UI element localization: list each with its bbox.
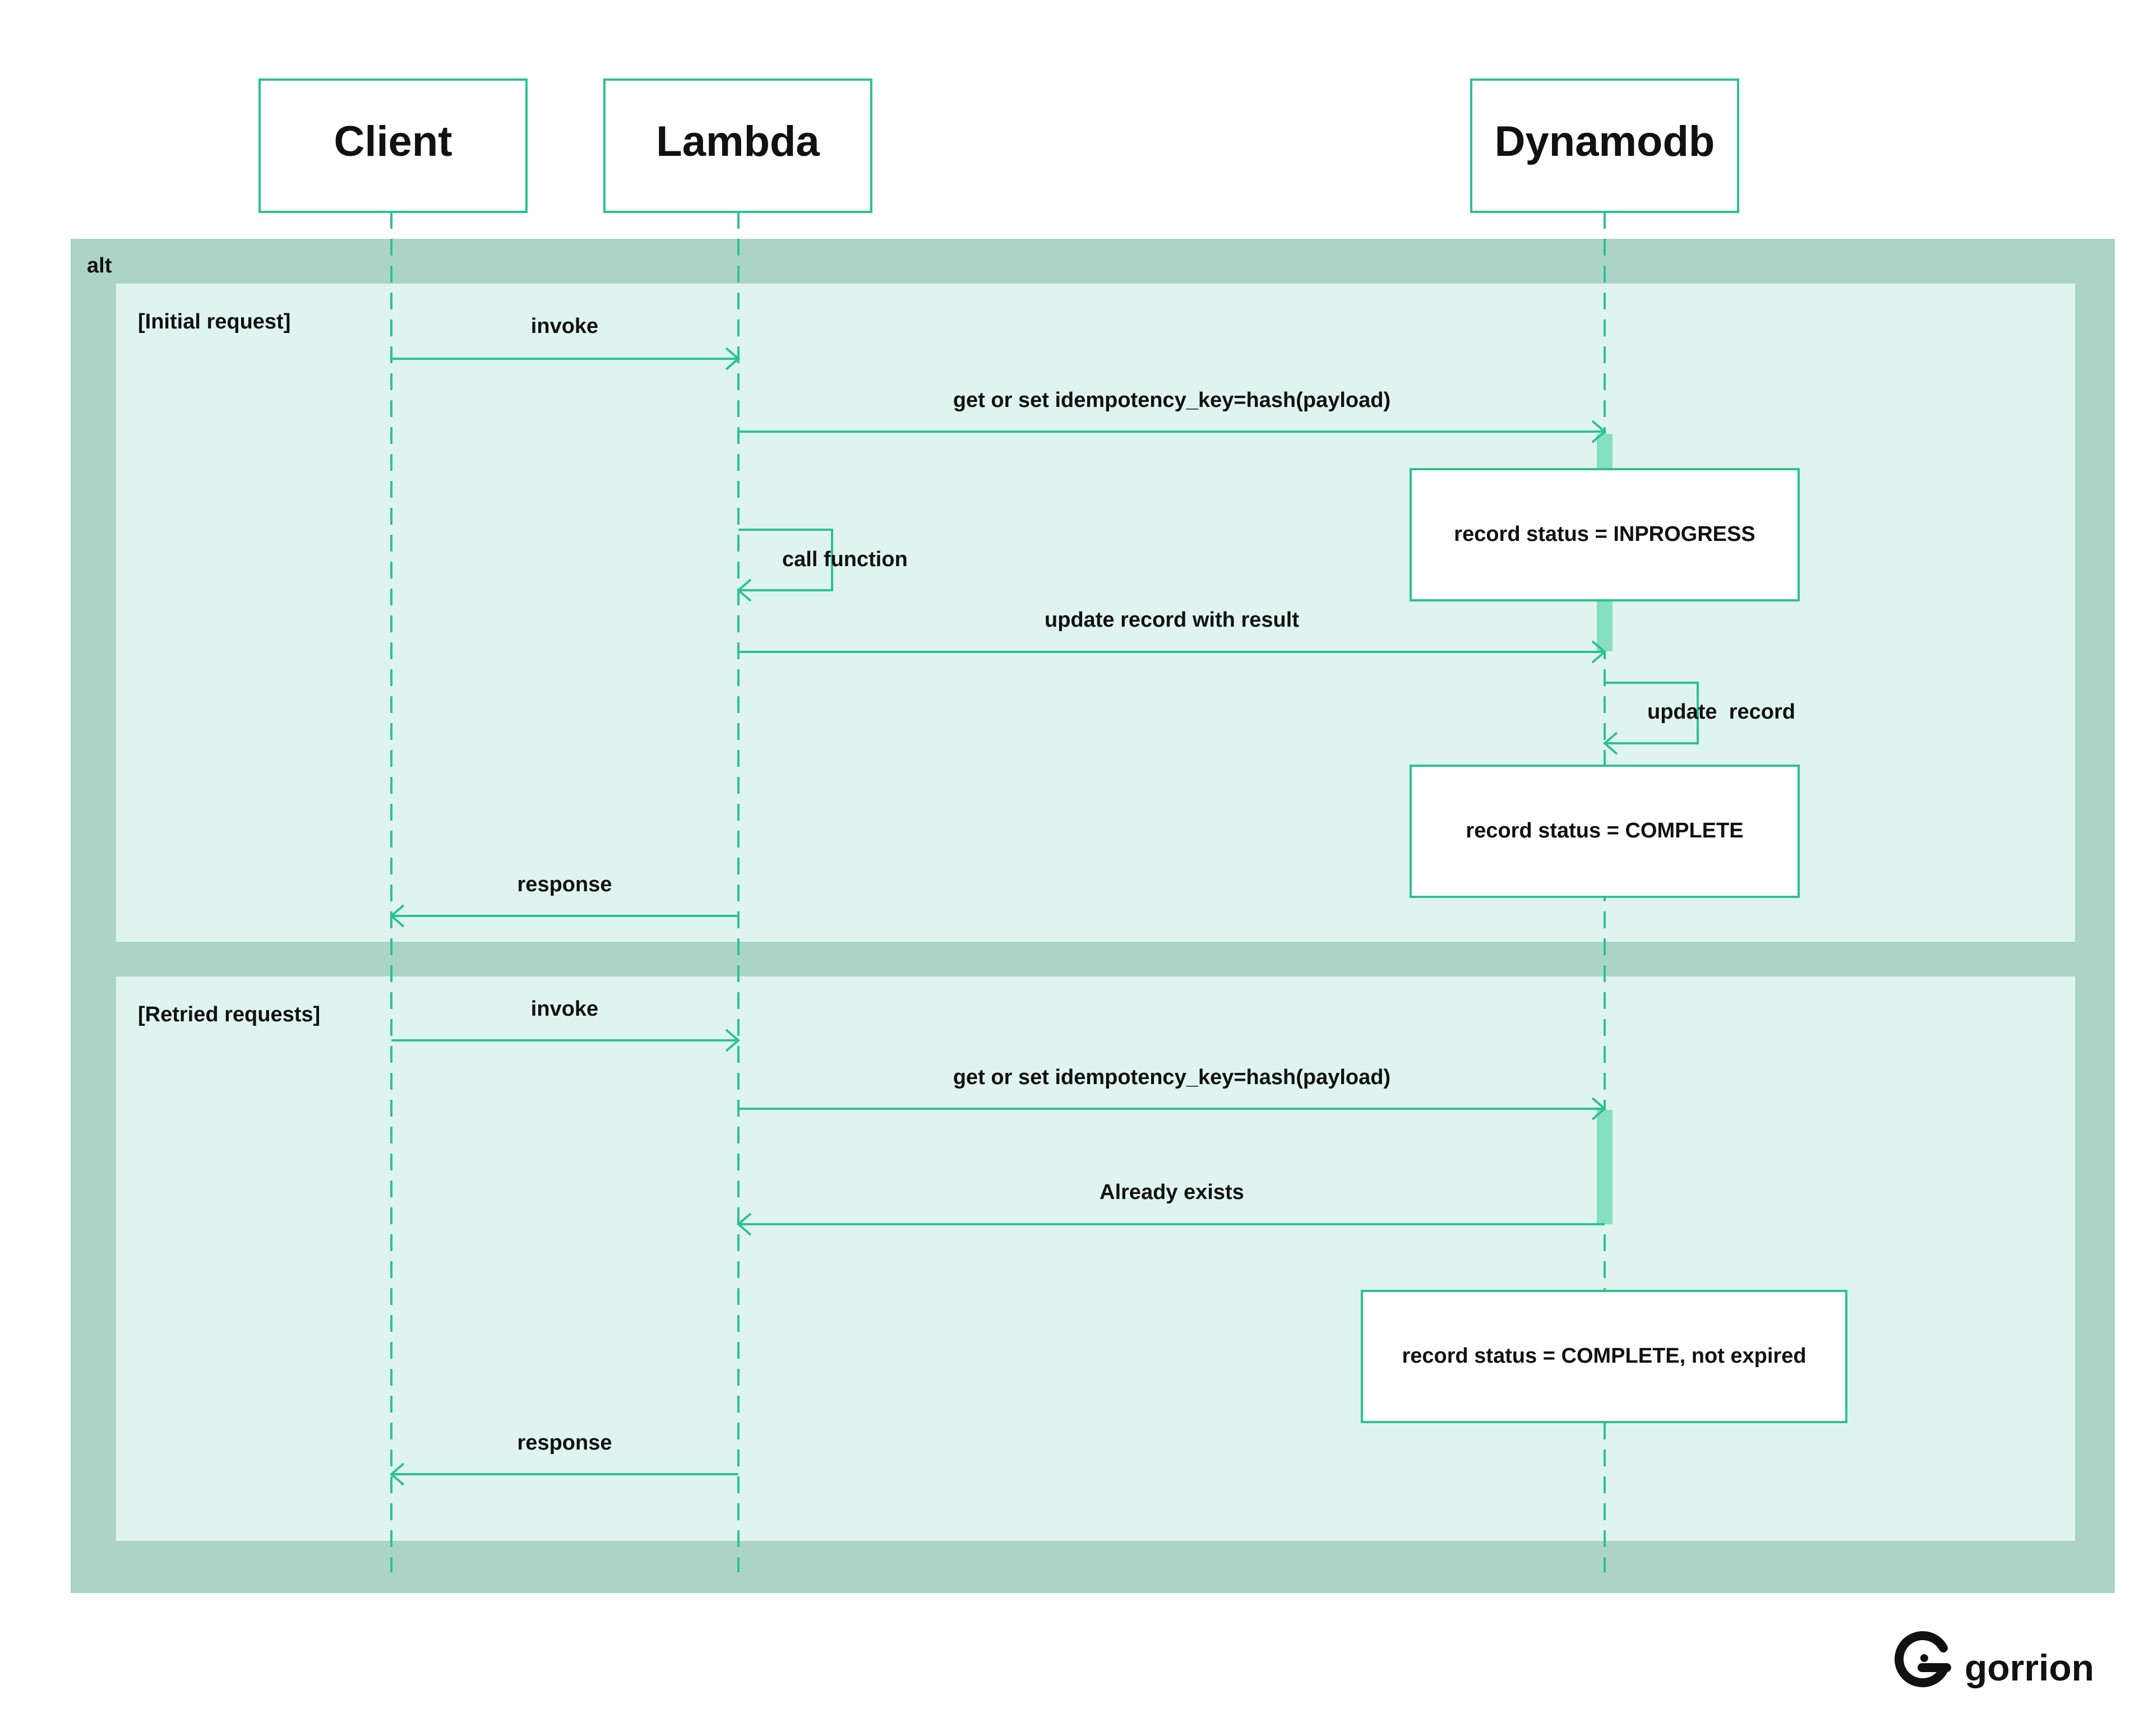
message-label: Already exists — [1099, 1181, 1244, 1204]
participant-label-client: Client — [334, 118, 452, 165]
participant-box-lambda — [603, 78, 872, 213]
note-box — [1361, 1290, 1847, 1423]
message-label: call function — [782, 548, 908, 571]
message-label: get or set idempotency_key=hash(payload) — [953, 1066, 1390, 1089]
arrowhead-left-icon — [1602, 732, 1618, 755]
message-label: invoke — [531, 314, 598, 338]
message-label: update record with result — [1045, 608, 1299, 632]
message-response-retried: response — [389, 1431, 738, 1486]
frame-section-retried — [116, 976, 2075, 1541]
arrowhead-right-icon — [725, 1029, 741, 1052]
self-message-loop — [1605, 682, 1699, 744]
participant-lambda: Lambda — [603, 78, 872, 213]
note-box — [1410, 765, 1800, 898]
message-response-initial: response — [389, 873, 738, 928]
arrowhead-left-icon — [389, 904, 405, 928]
message-get-or-set-initial: get or set idempotency_key=hash(payload) — [738, 388, 1607, 443]
arrowhead-right-icon — [725, 347, 741, 371]
arrowhead-left-icon — [736, 578, 752, 602]
self-message-loop — [738, 529, 833, 591]
alt-frame: alt [Initial request] [Retried requests] — [71, 239, 2115, 1593]
message-already-exists: Already exists — [736, 1181, 1605, 1236]
brand-logo: gorrion — [1895, 1631, 2094, 1688]
note-box — [1410, 468, 1800, 601]
message-label: update record — [1647, 700, 1795, 724]
note-text: record status = INPROGRESS — [1454, 522, 1755, 546]
note-complete: record status = COMPLETE — [1410, 765, 1800, 898]
arrowhead-right-icon — [1591, 420, 1607, 443]
message-get-or-set-retried: get or set idempotency_key=hash(payload) — [738, 1066, 1607, 1121]
message-label: response — [518, 873, 612, 896]
note-text: record status = COMPLETE, not expired — [1402, 1344, 1806, 1368]
message-invoke-initial: invoke — [391, 314, 741, 371]
arrowhead-right-icon — [1591, 1097, 1607, 1121]
message-update-record-with-result: update record with result — [738, 608, 1607, 664]
guard-retried-requests: [Retried requests] — [138, 1003, 320, 1026]
participant-client: Client — [258, 78, 528, 213]
note-text: record status = COMPLETE — [1466, 819, 1743, 842]
message-invoke-retried: invoke — [391, 997, 741, 1052]
arrowhead-left-icon — [736, 1212, 752, 1236]
message-label: invoke — [531, 997, 598, 1021]
message-label: response — [518, 1431, 612, 1455]
participant-box-dynamodb — [1470, 78, 1739, 213]
gorrion-logo-icon — [1895, 1631, 1951, 1687]
note-inprogress: record status = INPROGRESS — [1410, 468, 1800, 601]
participant-label-dynamodb: Dynamodb — [1495, 118, 1715, 165]
alt-frame-operator: alt — [87, 254, 112, 277]
participant-box-client — [258, 78, 528, 213]
arrowhead-left-icon — [389, 1462, 405, 1486]
participant-label-lambda: Lambda — [656, 118, 820, 165]
message-label: get or set idempotency_key=hash(payload) — [953, 388, 1390, 412]
activation-bar-dynamodb-retried — [1597, 1110, 1613, 1224]
participant-dynamodb: Dynamodb — [1470, 78, 1739, 213]
arrowhead-right-icon — [1591, 640, 1607, 664]
message-call-function: call function — [736, 529, 908, 602]
message-update-record-self: update record — [1602, 682, 1795, 755]
brand-name: gorrion — [1965, 1647, 2094, 1688]
note-complete-not-expired: record status = COMPLETE, not expired — [1361, 1290, 1847, 1423]
guard-initial-request: [Initial request] — [138, 310, 290, 334]
